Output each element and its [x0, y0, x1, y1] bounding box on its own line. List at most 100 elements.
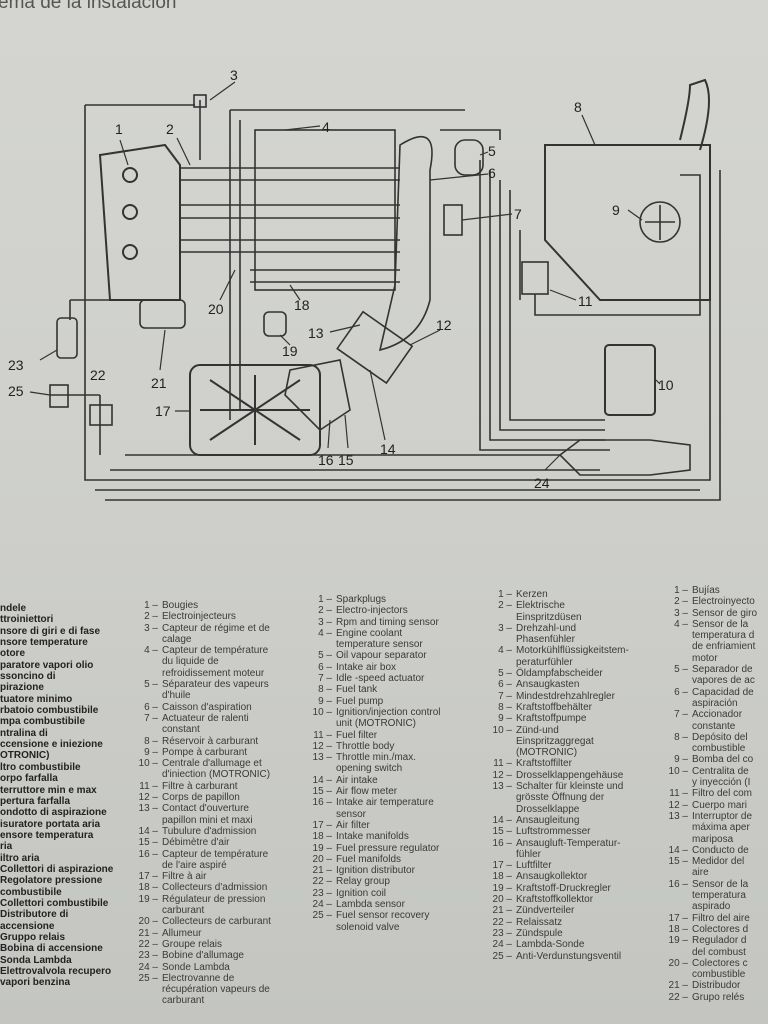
legend-text: Kraftstoffilter [516, 758, 572, 770]
legend-item: 8 –Réservoir à carburant [136, 736, 271, 747]
legend-text: Depósito del combustible [692, 731, 748, 755]
legend-text: Zünd-und Einspritzaggregat (MOTRONIC) [516, 724, 594, 759]
legend-number: 15 – [668, 856, 688, 868]
legend-item: 22 –Groupe relais [136, 939, 271, 950]
legend-text: Zündspule [516, 927, 563, 939]
legend-number: 6 – [498, 679, 512, 691]
legend-text: Air flow meter [336, 786, 398, 798]
legend-text: Intake air box [336, 661, 397, 673]
callout-label: 19 [282, 343, 298, 359]
legend-item: 1 –Bujías [666, 585, 768, 596]
callout-label: 18 [294, 297, 310, 313]
legend-text: Electroinjecteurs [162, 611, 236, 623]
legend-number: 5 – [318, 650, 332, 662]
legend-text: Bougies [162, 600, 199, 611]
legend-number: 19 – [312, 842, 332, 854]
callout-label: 20 [208, 301, 224, 317]
legend-text: Electrovanne de récupération vapeurs de … [162, 972, 270, 1007]
legend-item: 12 – Cuerpo mari [666, 800, 768, 811]
legend-number: 25 – [492, 950, 512, 962]
legend-number: 20 – [492, 894, 512, 906]
legend-number: 6 – [674, 686, 688, 698]
legend-text: Drosselklappengehäuse [516, 769, 624, 781]
legend-number: 5 – [674, 664, 688, 676]
legend-text: Ansaugkollektor [516, 871, 588, 883]
legend-number: 19 – [138, 893, 158, 905]
legend-item: paratore vapori olio [0, 659, 94, 671]
legend-item: 5 – Oil vapour separator [310, 650, 441, 661]
legend-item: 18 –Collecteurs d'admission [136, 882, 271, 893]
legend-text: Cuerpo mari [692, 799, 748, 811]
fuel-tank [544, 78, 711, 301]
legend-item: ensore temperatura ria [0, 829, 94, 853]
legend-text: Oil vapour separator [336, 650, 427, 662]
legend-text: Sensor de la temperatura d de enfriamien… [692, 618, 756, 664]
legend-item: 7 –Actuateur de ralenti constant [136, 713, 271, 736]
legend-item: rbatoio combustibile [0, 705, 99, 717]
legend-item: 13 –Schalter für kleinste und grösste Öf… [490, 781, 629, 815]
legend-item: 9 –Kraftstoffpumpe [490, 713, 629, 724]
legend-text: Intake manifolds [336, 831, 409, 843]
legend-text: Relay group [336, 876, 390, 888]
callout-label: 25 [8, 383, 24, 399]
legend-number: 21 – [138, 927, 158, 939]
legend-text: Fuel sensor recovery solenoid valve [336, 910, 430, 933]
legend-text: Conducto de [692, 844, 749, 856]
legend-text: Luftstrommesser [516, 826, 591, 838]
legend-number: 10 – [138, 758, 158, 770]
legend-item: ntralina di ccensione e iniezione OTRONI… [0, 727, 103, 762]
legend-number: 19 – [668, 935, 688, 947]
legend-item: 9 –Bomba del co [666, 754, 768, 765]
legend-text: Actuateur de ralenti constant [162, 712, 249, 736]
legend-text: Kraftstoffkollektor [516, 894, 594, 906]
legend-item: Gruppo relais [0, 931, 66, 943]
legend-item: 7 –Mindestdrehzahlregler [490, 691, 629, 702]
legend-item: 17 –Luftfilter [490, 860, 629, 871]
legend-number: 14 – [668, 844, 688, 856]
legend-item: ndele [0, 603, 27, 614]
legend-number: 22 – [668, 991, 688, 1003]
legend-item: 16 –Capteur de température de l'aire asp… [136, 849, 271, 872]
legend-item: 9 –Pompe à carburant [136, 747, 271, 758]
ignition-coil [56, 317, 78, 359]
legend-item: 3 –Capteur de régime et de calage [136, 623, 271, 646]
legend-text: Capteur de température de l'aire aspiré [162, 848, 269, 871]
legend-item: 16 –Intake air temperature sensor [310, 797, 441, 820]
legend-item: 11 –Fuel filter [310, 730, 441, 741]
legend-number: 16 – [668, 878, 688, 890]
wiring-harness [50, 104, 721, 501]
legend-item: 15 –Débimètre d'air [136, 837, 271, 848]
legend-item: Collettori di aspirazione [0, 863, 114, 875]
legend-item: 15 –Medidor del aire [666, 856, 768, 879]
legend-item: 19 –Fuel pressure regulator [310, 843, 441, 854]
legend-text: Kraftstoff-Druckregler [516, 882, 611, 894]
legend-number: 25 – [312, 910, 332, 922]
legend-item: Bobina di accensione [0, 943, 103, 955]
legend-text: Bobine d'allumage [162, 950, 244, 962]
legend-number: 5 – [498, 668, 512, 680]
legend-number: 18 – [312, 831, 332, 843]
fuel-filter [521, 174, 701, 316]
fuel-pump [639, 201, 681, 243]
legend-number: 12 – [668, 799, 688, 811]
legend-number: 14 – [492, 814, 512, 826]
legend-number: 5 – [144, 679, 158, 691]
legend-number: 8 – [674, 731, 688, 743]
intake-manifolds [180, 129, 400, 291]
legend-text: Collecteurs de carburant [162, 916, 271, 928]
legend-item: 3 –Drehzahl-und Phasenfühler [490, 623, 629, 646]
legend-text: Réservoir à carburant [162, 735, 259, 747]
legend-item: 4 –Engine coolant temperature sensor [310, 628, 441, 651]
callout-label: 21 [151, 375, 167, 391]
legend-text: Öldampfabscheider [516, 668, 603, 680]
legend-item: 17 –Filtro del aire [666, 913, 768, 924]
legend-text: Separador de vapores de ac [692, 664, 755, 687]
legend-number: 4 – [318, 627, 332, 639]
legend-item: 12 –Drosselklappengehäuse [490, 770, 629, 781]
legend-number: 19 – [492, 882, 512, 894]
callout-label: 15 [338, 452, 354, 468]
legend-item: 13 –Contact d'ouverture papillon mini et… [136, 803, 271, 826]
callout-label: 23 [8, 357, 24, 373]
legend-number: 22 – [138, 938, 158, 950]
